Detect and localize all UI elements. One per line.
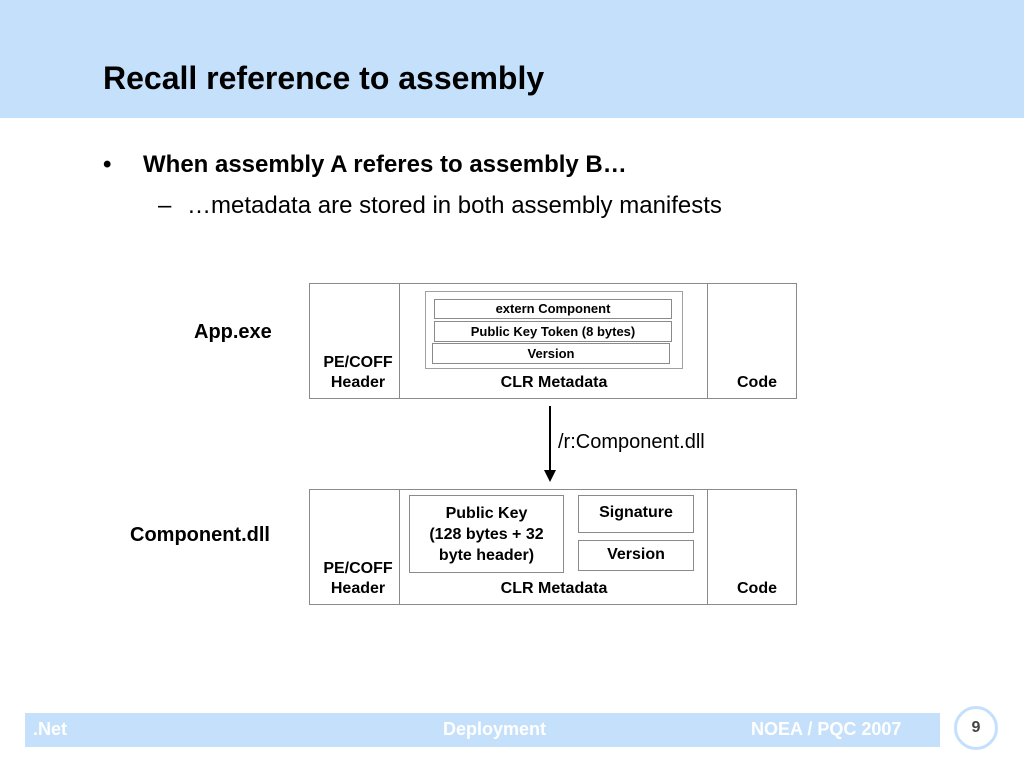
clr-metadata-caption: CLR Metadata (500, 580, 608, 597)
code-cell: Code (707, 284, 796, 398)
clr-metadata-cell: extern Component Public Key Token (8 byt… (399, 284, 707, 398)
signature-field: Signature (578, 495, 694, 533)
footer-bar (25, 713, 940, 747)
app-exe-assembly-box: PE/COFF Header extern Component Public K… (309, 283, 797, 399)
component-dll-label: Component.dll (130, 524, 270, 546)
footer-right-text: NOEA / PQC 2007 (751, 719, 902, 739)
page-number-badge: 9 (954, 706, 998, 750)
title-band (0, 0, 1024, 118)
code-caption: Code (737, 374, 777, 391)
reference-arrow (544, 406, 556, 482)
component-dll-assembly-box: PE/COFF Header Public Key (128 bytes + 3… (309, 489, 797, 605)
footer-center-text: Deployment (443, 719, 547, 739)
pe-header-cell: PE/COFF Header (310, 490, 399, 604)
version-field: Version (578, 540, 694, 571)
compiler-reference-label: /r:Component.dll (558, 431, 705, 453)
public-key-field: Public Key (128 bytes + 32 byte header) (409, 495, 564, 573)
bullet-marker: – (158, 192, 172, 219)
public-key-token-field: Public Key Token (8 bytes) (434, 321, 672, 342)
app-exe-label: App.exe (194, 321, 272, 343)
pe-header-cell: PE/COFF Header (310, 284, 399, 398)
pe-header-caption: PE/COFF Header (323, 354, 393, 391)
slide-title: Recall reference to assembly (103, 60, 545, 96)
manifest-reference-frame: extern Component Public Key Token (8 byt… (425, 291, 683, 369)
extern-component-field: extern Component (434, 299, 672, 319)
footer-left-text: .Net (33, 719, 68, 739)
bullet-marker: • (103, 151, 112, 178)
bullet-text: …metadata are stored in both assembly ma… (187, 192, 722, 219)
pe-header-caption: PE/COFF Header (323, 560, 393, 597)
version-field: Version (432, 343, 670, 364)
clr-metadata-cell: Public Key (128 bytes + 32 byte header) … (399, 490, 707, 604)
code-cell: Code (707, 490, 796, 604)
bullet-text: When assembly A referes to assembly B… (143, 151, 627, 178)
clr-metadata-caption: CLR Metadata (500, 374, 608, 391)
code-caption: Code (737, 580, 777, 597)
